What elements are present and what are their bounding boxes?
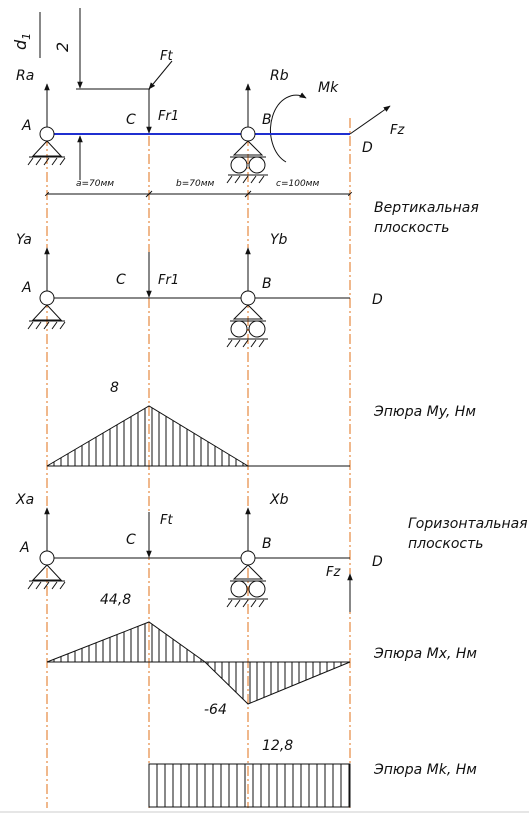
epure-mk-hatching [156,764,350,807]
label-two: 2 [53,42,72,52]
support-a-horizontal [27,550,66,590]
support-b-horizontal [226,550,268,608]
epure-my-value: 8 [110,380,119,396]
epure-mk-outline [148,763,351,808]
vertical-plane-title-1: Вертикальная [374,200,479,216]
label-c: C [126,112,136,128]
label-xb: Xb [269,492,289,508]
epure-my-outline [46,405,249,467]
label-yb: Yb [270,232,288,248]
epure-my-title: Эпюра My, Нм [373,404,476,420]
vertical-plane-title-2: плоскость [374,220,450,236]
dimension-tick-b [244,190,252,198]
loading-scheme: d1 2 Ra Ft Fr1 C Rb Mk Fz [11,8,405,198]
label-a: A [21,118,32,134]
label-c-vertical: C [116,272,126,288]
label-rb: Rb [270,68,289,84]
epure-mx-title: Эпюра Mx, Нм [373,646,477,662]
label-d-horizontal: D [372,554,383,570]
label-b-horizontal: B [262,536,272,552]
epure-mk-title: Эпюра Mk, Нм [373,762,477,778]
dimension-tick-c [145,190,153,198]
label-b: B [262,112,272,128]
support-b-vertical [226,290,268,348]
label-mk: Mk [318,80,339,96]
horizontal-plane-title-2: плоскость [408,536,484,552]
label-a-vertical: A [21,280,32,296]
label-fr-vertical: Fr1 [158,273,179,288]
dim-a: a=70мм [76,179,114,189]
epure-mx: 44,8 -64 Эпюра Mx, Нм [46,592,477,718]
horizontal-plane: Горизонтальная плоскость Xa Xb Ft C Fz A… [15,492,528,612]
epure-mx-hatching [53,623,349,704]
mk-moment-arc [270,92,307,163]
epure-mx-value-c: 44,8 [100,592,131,608]
dim-c: c=100мм [276,179,319,189]
epure-mx-value-b: -64 [204,702,227,718]
label-d-vertical: D [372,292,383,308]
epure-my: 8 Эпюра My, Нм [46,380,476,467]
label-ft: Ft [160,49,173,64]
label-fr: Fr1 [158,109,179,124]
label-c-horizontal: C [126,532,136,548]
epure-mx-outline [46,621,351,705]
fz-arrow [349,105,391,135]
epure-mk: 12,8 Эпюра Mk, Нм [148,738,477,808]
label-ya: Ya [16,232,32,248]
support-a [27,126,66,166]
epure-my-hatching [53,407,244,466]
label-b-vertical: B [262,276,272,292]
label-ra: Ra [16,68,34,84]
dim-b: b=70мм [176,179,214,189]
ft-arrow [148,60,173,90]
support-a-vertical [27,290,66,330]
label-d: D [362,140,373,156]
label-a-horizontal: A [19,540,30,556]
vertical-plane: Вертикальная плоскость Ya Yb Fr1 C A B D [16,200,479,348]
label-ft-horizontal: Ft [160,513,173,528]
label-d1: d1 [11,33,33,50]
label-fz-horizontal: Fz [326,565,341,580]
support-b [226,126,268,184]
label-xa: Xa [15,492,34,508]
horizontal-plane-title-1: Горизонтальная [408,516,528,532]
label-fz: Fz [390,123,405,138]
epure-mk-value: 12,8 [262,738,293,754]
